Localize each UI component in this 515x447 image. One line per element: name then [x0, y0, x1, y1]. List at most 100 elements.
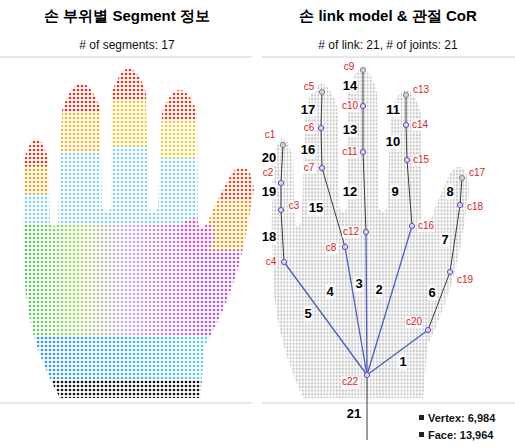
joint-label: c11 — [341, 146, 358, 158]
joint-label: c4 — [265, 256, 278, 268]
joint-label: c9 — [343, 61, 356, 73]
mesh-stat-holder: Vertex: 6,984 — [428, 412, 495, 425]
joint-label-holder: c6 — [303, 122, 316, 134]
joint-markers — [278, 103, 462, 377]
panel-subtitle: # of segments: 17 — [79, 39, 174, 53]
joint-label: c16 — [417, 220, 435, 232]
link-number: 3 — [354, 277, 363, 292]
joint-label-holder: c10 — [341, 100, 359, 112]
joint-label: c17 — [468, 167, 486, 179]
panel-subtitle: # of link: 21, # of joints: 21 — [318, 39, 457, 53]
link-number: 5 — [303, 307, 312, 322]
joint-label: c6 — [303, 122, 316, 134]
link-number: 20 — [261, 151, 277, 166]
joint-label: c20 — [405, 316, 423, 328]
link-number: 9 — [390, 185, 399, 200]
link-number-holder: 6 — [427, 286, 436, 301]
link-number: 11 — [385, 103, 401, 118]
bullet-squares — [419, 415, 424, 437]
link-number-holder: 9 — [390, 185, 399, 200]
panel-title-holder: 손 link model & 관절 CoR — [299, 7, 477, 24]
joint-label-holder: c3 — [288, 200, 301, 212]
mesh-stat: Face: 13,964 — [428, 429, 493, 442]
joint-label: c10 — [341, 100, 359, 112]
joint-label-holder: c14 — [411, 119, 429, 131]
joint-label-holder: c9 — [343, 61, 356, 73]
link-number-holder: 14 — [342, 79, 358, 94]
joint-label-holder: c22 — [341, 376, 359, 388]
joint-label-holder: c17 — [468, 167, 486, 179]
link-number-holder: 20 — [261, 151, 277, 166]
link-number: 10 — [385, 135, 401, 150]
link-number: 2 — [374, 283, 383, 298]
link-number: 7 — [440, 233, 449, 248]
link-number: 19 — [261, 185, 277, 200]
link-number-holder: 4 — [325, 285, 334, 300]
joint-label-holder: c8 — [325, 242, 338, 254]
link-number-holder: 5 — [303, 307, 312, 322]
link-number-holder: 17 — [300, 103, 316, 118]
joint-label: c19 — [456, 274, 474, 286]
joint-label: c15 — [412, 154, 430, 166]
link-number: 21 — [346, 407, 362, 422]
joint-label-holder: c20 — [405, 316, 423, 328]
joint-label-holder: c5 — [303, 81, 316, 93]
joint-label: c7 — [303, 162, 316, 174]
link-number: 13 — [342, 123, 358, 138]
joint-label-holder: c2 — [262, 167, 275, 179]
joint-label-holder: c16 — [417, 220, 435, 232]
link-number: 17 — [300, 103, 316, 118]
palm-links — [284, 226, 428, 375]
link-number: 14 — [342, 79, 358, 94]
link-number-holder: 19 — [261, 185, 277, 200]
mesh-stat: Vertex: 6,984 — [428, 412, 495, 425]
link-number-holder: 11 — [385, 103, 401, 118]
link-number-holder: 2 — [374, 283, 383, 298]
joint-label: c2 — [262, 167, 275, 179]
link-number: 8 — [445, 185, 454, 200]
segmented-hand — [0, 0, 270, 410]
joint-label: c18 — [466, 201, 484, 213]
link-number: 18 — [261, 230, 277, 245]
joint-label: c22 — [341, 376, 359, 388]
link-number: 15 — [308, 201, 324, 216]
link-number-holder: 7 — [440, 233, 449, 248]
link-number-holder: 1 — [398, 355, 407, 370]
joint-label-holder: c1 — [264, 129, 277, 141]
joint-label: c3 — [288, 200, 301, 212]
tip-markers — [280, 67, 464, 180]
link-number: 16 — [300, 143, 316, 158]
joint-label-holder: c13 — [412, 84, 430, 96]
finger-links — [281, 70, 462, 440]
joint-label-holder: c12 — [342, 226, 360, 238]
link-number-holder: 3 — [354, 277, 363, 292]
joint-label-holder: c19 — [456, 274, 474, 286]
link-number-holder: 18 — [261, 230, 277, 245]
joint-label: c8 — [325, 242, 338, 254]
link-number: 1 — [398, 355, 407, 370]
joint-label-holder: c18 — [466, 201, 484, 213]
joint-label-holder: c11 — [341, 146, 358, 158]
joint-label-holder: c7 — [303, 162, 316, 174]
link-number-holder: 21 — [346, 407, 362, 422]
link-number: 12 — [342, 185, 358, 200]
point-cloud-hand — [272, 69, 470, 399]
link-number: 4 — [325, 285, 334, 300]
panel-title: 손 link model & 관절 CoR — [299, 7, 477, 24]
joint-label: c14 — [411, 119, 429, 131]
link-number: 6 — [427, 286, 436, 301]
panel-subtitle-holder: # of segments: 17 — [79, 39, 174, 53]
mesh-stat-holder: Face: 13,964 — [428, 429, 493, 442]
joint-label: c12 — [342, 226, 360, 238]
link-number-holder: 15 — [308, 201, 324, 216]
panel-title-holder: 손 부위별 Segment 정보 — [44, 7, 210, 24]
joint-label: c1 — [264, 129, 277, 141]
link-number-holder: 13 — [342, 123, 358, 138]
panel-subtitle-holder: # of link: 21, # of joints: 21 — [318, 39, 457, 53]
joint-label-holder: c4 — [265, 256, 278, 268]
joint-label: c5 — [303, 81, 316, 93]
panel-title: 손 부위별 Segment 정보 — [44, 7, 210, 24]
joint-label: c13 — [412, 84, 430, 96]
